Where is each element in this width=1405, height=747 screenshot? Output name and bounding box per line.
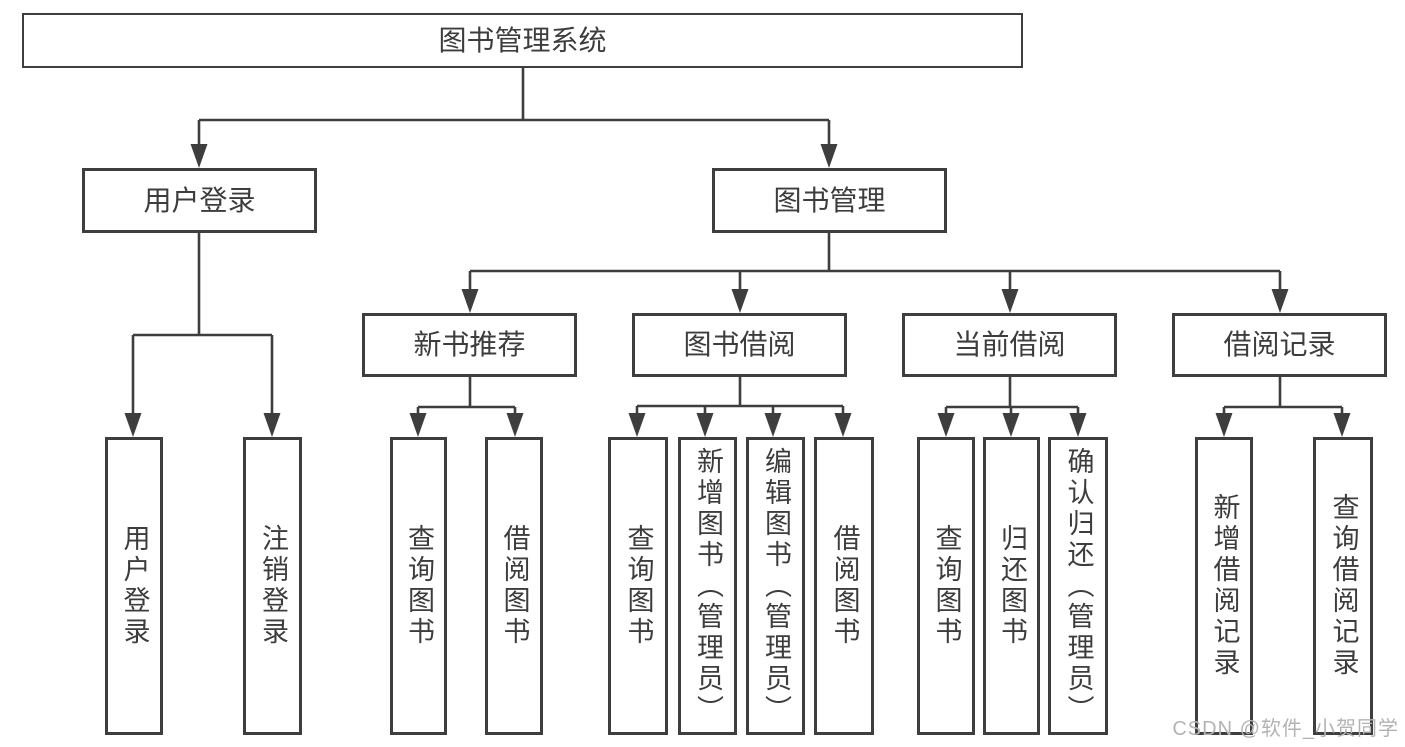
leaf-cb-confirm-return-admin: 确认归还（管理员） <box>1048 437 1108 735</box>
leaf-logout-label: 注销登录 <box>258 524 288 648</box>
leaf-br-query-record: 查询借阅记录 <box>1313 437 1373 735</box>
node-book-borrowing-label: 图书借阅 <box>683 329 796 360</box>
connector-borrowing-records-to-leaves <box>1215 377 1351 437</box>
leaf-bb-edit-books-admin: 编辑图书（管理员） <box>746 437 805 735</box>
leaf-user-login-label: 用户登录 <box>119 524 150 648</box>
node-current-borrowing: 当前借阅 <box>902 313 1117 377</box>
node-root: 图书管理系统 <box>22 13 1023 68</box>
leaf-nb-borrow-books: 借阅图书 <box>485 437 543 735</box>
node-book-management: 图书管理 <box>712 168 947 233</box>
node-book-borrowing: 图书借阅 <box>632 313 847 377</box>
connector-new-book-recommend-to-leaves <box>409 377 524 437</box>
node-new-book-recommend: 新书推荐 <box>362 313 577 377</box>
leaf-bb-edit-books-admin-label: 编辑图书（管理员） <box>761 446 791 726</box>
leaf-logout: 注销登录 <box>243 437 302 735</box>
node-book-management-label: 图书管理 <box>773 184 886 216</box>
connector-book-management-to-level3 <box>461 233 1289 313</box>
leaf-cb-confirm-return-admin-label: 确认归还（管理员） <box>1063 446 1094 726</box>
node-borrowing-records-label: 借阅记录 <box>1223 329 1336 360</box>
node-new-book-recommend-label: 新书推荐 <box>413 329 526 360</box>
node-current-borrowing-label: 当前借阅 <box>953 329 1066 360</box>
leaf-bb-add-books-admin-label: 新增图书（管理员） <box>693 446 723 726</box>
connector-book-borrowing-to-leaves <box>628 377 852 437</box>
leaf-br-add-record: 新增借阅记录 <box>1195 437 1253 735</box>
leaf-bb-query-books: 查询图书 <box>608 437 668 735</box>
connector-user-login-to-leaves <box>124 233 281 437</box>
leaf-nb-query-books: 查询图书 <box>390 437 447 735</box>
leaf-cb-query-books-label: 查询图书 <box>931 524 962 648</box>
leaf-cb-return-books-label: 归还图书 <box>997 524 1027 648</box>
leaf-user-login: 用户登录 <box>105 437 163 735</box>
node-root-label: 图书管理系统 <box>438 24 607 56</box>
node-borrowing-records: 借阅记录 <box>1172 313 1387 377</box>
leaf-bb-query-books-label: 查询图书 <box>623 524 654 648</box>
leaf-nb-query-books-label: 查询图书 <box>404 524 434 648</box>
connector-current-borrowing-to-leaves <box>937 377 1087 437</box>
leaf-bb-borrow-books-label: 借阅图书 <box>829 524 860 648</box>
connector-root-to-level2 <box>190 68 838 168</box>
leaf-nb-borrow-books-label: 借阅图书 <box>499 524 530 648</box>
leaf-bb-add-books-admin: 新增图书（管理员） <box>678 437 737 735</box>
node-user-login-label: 用户登录 <box>143 184 256 216</box>
leaf-br-add-record-label: 新增借阅记录 <box>1209 493 1240 679</box>
leaf-cb-return-books: 归还图书 <box>983 437 1040 735</box>
csdn-watermark: CSDN @软件_小贺同学 <box>1172 718 1399 740</box>
leaf-cb-query-books: 查询图书 <box>917 437 975 735</box>
node-user-login: 用户登录 <box>82 168 317 233</box>
leaf-br-query-record-label: 查询借阅记录 <box>1328 493 1359 679</box>
leaf-bb-borrow-books: 借阅图书 <box>814 437 874 735</box>
